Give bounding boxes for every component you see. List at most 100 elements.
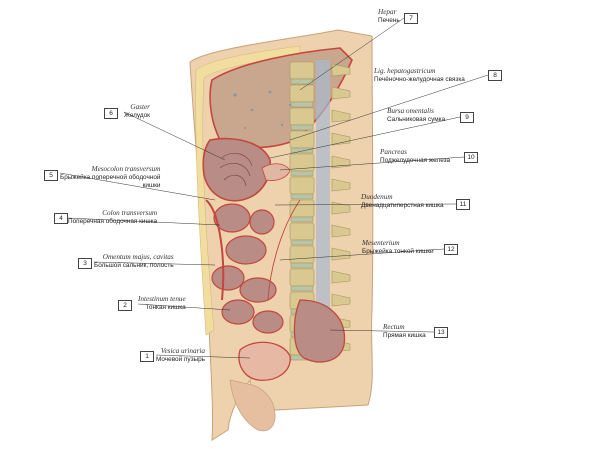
- vertebra: [289, 199, 315, 218]
- label-latin: Colon transversum: [102, 209, 158, 217]
- leader-line: [93, 261, 216, 266]
- intervertebral-disc: [290, 124, 314, 131]
- label-hepar: Hepar Печень: [378, 8, 400, 25]
- label-latin: Mesocolon transversum: [91, 165, 161, 173]
- intestinal-loops: [211, 203, 284, 334]
- intervertebral-disc: [290, 78, 314, 85]
- spinous-process: [331, 247, 351, 261]
- label-rectum: Rectum Прямая кишка: [383, 323, 426, 340]
- number-badge-1: 1: [140, 351, 154, 362]
- spinous-process: [331, 293, 351, 307]
- label-omentum-majus: Omentum majus, cavitas Большой сальник, …: [94, 253, 174, 270]
- label-latin: Omentum majus, cavitas: [102, 253, 174, 261]
- leader-line: [123, 111, 226, 161]
- label-latin: Rectum: [383, 323, 405, 331]
- number-badge-3: 3: [78, 258, 92, 269]
- leader-line: [67, 217, 221, 226]
- urinary-bladder: [238, 341, 291, 381]
- vertebra: [289, 84, 315, 103]
- intervertebral-disc: [290, 147, 314, 154]
- label-latin: Lig. hepatogastricum: [374, 67, 436, 75]
- label-russian: Печёночно-желудочная связка: [374, 75, 465, 83]
- label-russian: Желудок: [124, 111, 150, 119]
- vertebra: [289, 176, 315, 195]
- stomach-folds: [219, 152, 253, 187]
- stomach: [202, 137, 271, 202]
- label-latin: Intestinum tenue: [138, 295, 186, 303]
- label-colon-transversum: Colon transversum Поперечная ободочная к…: [68, 209, 157, 226]
- rectum: [293, 299, 346, 363]
- label-russian-line2: кишки: [142, 182, 161, 190]
- vertebra: [289, 222, 315, 241]
- intervertebral-disc: [290, 170, 314, 177]
- leader-line: [269, 116, 461, 159]
- label-russian: Прямая кишка: [383, 331, 426, 339]
- leader-line: [137, 303, 231, 311]
- label-pancreas: Pancreas Поджелудочная железа: [380, 148, 450, 165]
- number-badge-7: 7: [404, 13, 418, 24]
- label-russian: Сальниковая сумка: [387, 115, 446, 123]
- number-badge-12: 12: [444, 244, 458, 255]
- mesentery: [267, 199, 301, 301]
- leader-line: [329, 329, 435, 333]
- label-latin: Pancreas: [380, 148, 407, 156]
- label-russian: Поперечная ободочная кишка: [68, 217, 158, 225]
- label-lig-hepatogastricum: Lig. hepatogastricum Печёночно-желудочна…: [374, 67, 465, 84]
- leader-line: [274, 203, 457, 206]
- number-badge-13: 13: [434, 327, 448, 338]
- spinous-process: [331, 63, 351, 77]
- label-vesica-urinaria: Vesica urinaria Мочевой пузырь: [156, 347, 205, 364]
- spinal-canal: [316, 60, 330, 360]
- transverse-colon: [205, 199, 225, 301]
- anterior-fat-layer: [195, 45, 301, 336]
- spinous-process: [331, 178, 351, 192]
- label-intestinum-tenue: Intestinum tenue Тонкая кишка: [138, 295, 186, 312]
- number-badge-2: 2: [118, 300, 132, 311]
- label-duodenum: Duodenum Двенадцатиперстная кишка: [361, 193, 444, 210]
- number-badge-5: 5: [44, 170, 58, 181]
- vertebra: [289, 245, 315, 264]
- leader-line: [289, 74, 489, 141]
- label-bursa-omentalis: Bursa omentalis Сальниковая сумка: [387, 107, 445, 124]
- spinous-process: [331, 132, 351, 146]
- leader-lines: [59, 17, 489, 359]
- number-badge-6: 6: [104, 108, 118, 119]
- label-mesocolon-transversum: Mesocolon transversum Брыжейка поперечно…: [60, 165, 160, 191]
- number-badge-9: 9: [460, 112, 474, 123]
- label-latin: Gaster: [130, 103, 150, 111]
- number-badge-8: 8: [488, 70, 502, 81]
- leader-line: [155, 354, 251, 359]
- spinous-process: [331, 109, 351, 123]
- label-gaster: Gaster Желудок: [124, 103, 150, 120]
- label-russian: Тонкая кишка: [145, 303, 186, 311]
- label-russian: Брыжейка поперечной ободочной: [60, 173, 161, 181]
- label-latin: Bursa omentalis: [387, 107, 434, 115]
- intervertebral-disc: [290, 262, 314, 269]
- leader-line: [299, 17, 405, 91]
- label-latin: Hepar: [378, 8, 397, 16]
- label-latin: Mesenterium: [362, 239, 400, 247]
- label-latin: Duodenum: [361, 193, 393, 201]
- vertebra: [289, 107, 315, 126]
- vertebra: [289, 268, 315, 287]
- number-badge-11: 11: [456, 199, 470, 210]
- leader-line: [279, 248, 445, 261]
- label-mesenterium: Mesenterium Брыжейка тонкой кишки: [362, 239, 434, 256]
- intervertebral-disc: [290, 193, 314, 200]
- label-russian: Мочевой пузырь: [156, 355, 205, 363]
- intervertebral-disc: [290, 101, 314, 108]
- leader-line: [59, 172, 216, 201]
- label-russian: Брыжейка тонкой кишки: [362, 247, 434, 255]
- label-russian: Печень: [378, 16, 400, 24]
- number-badge-10: 10: [464, 152, 478, 163]
- vertebra: [289, 61, 315, 80]
- label-russian: Большой сальник, полость: [94, 261, 174, 269]
- number-badge-4: 4: [54, 213, 68, 224]
- spinous-process: [331, 224, 351, 238]
- label-russian: Поджелудочная железа: [380, 156, 451, 164]
- spinous-process: [331, 155, 351, 169]
- pelvic-lower-form: [229, 379, 276, 432]
- intervertebral-disc: [290, 285, 314, 292]
